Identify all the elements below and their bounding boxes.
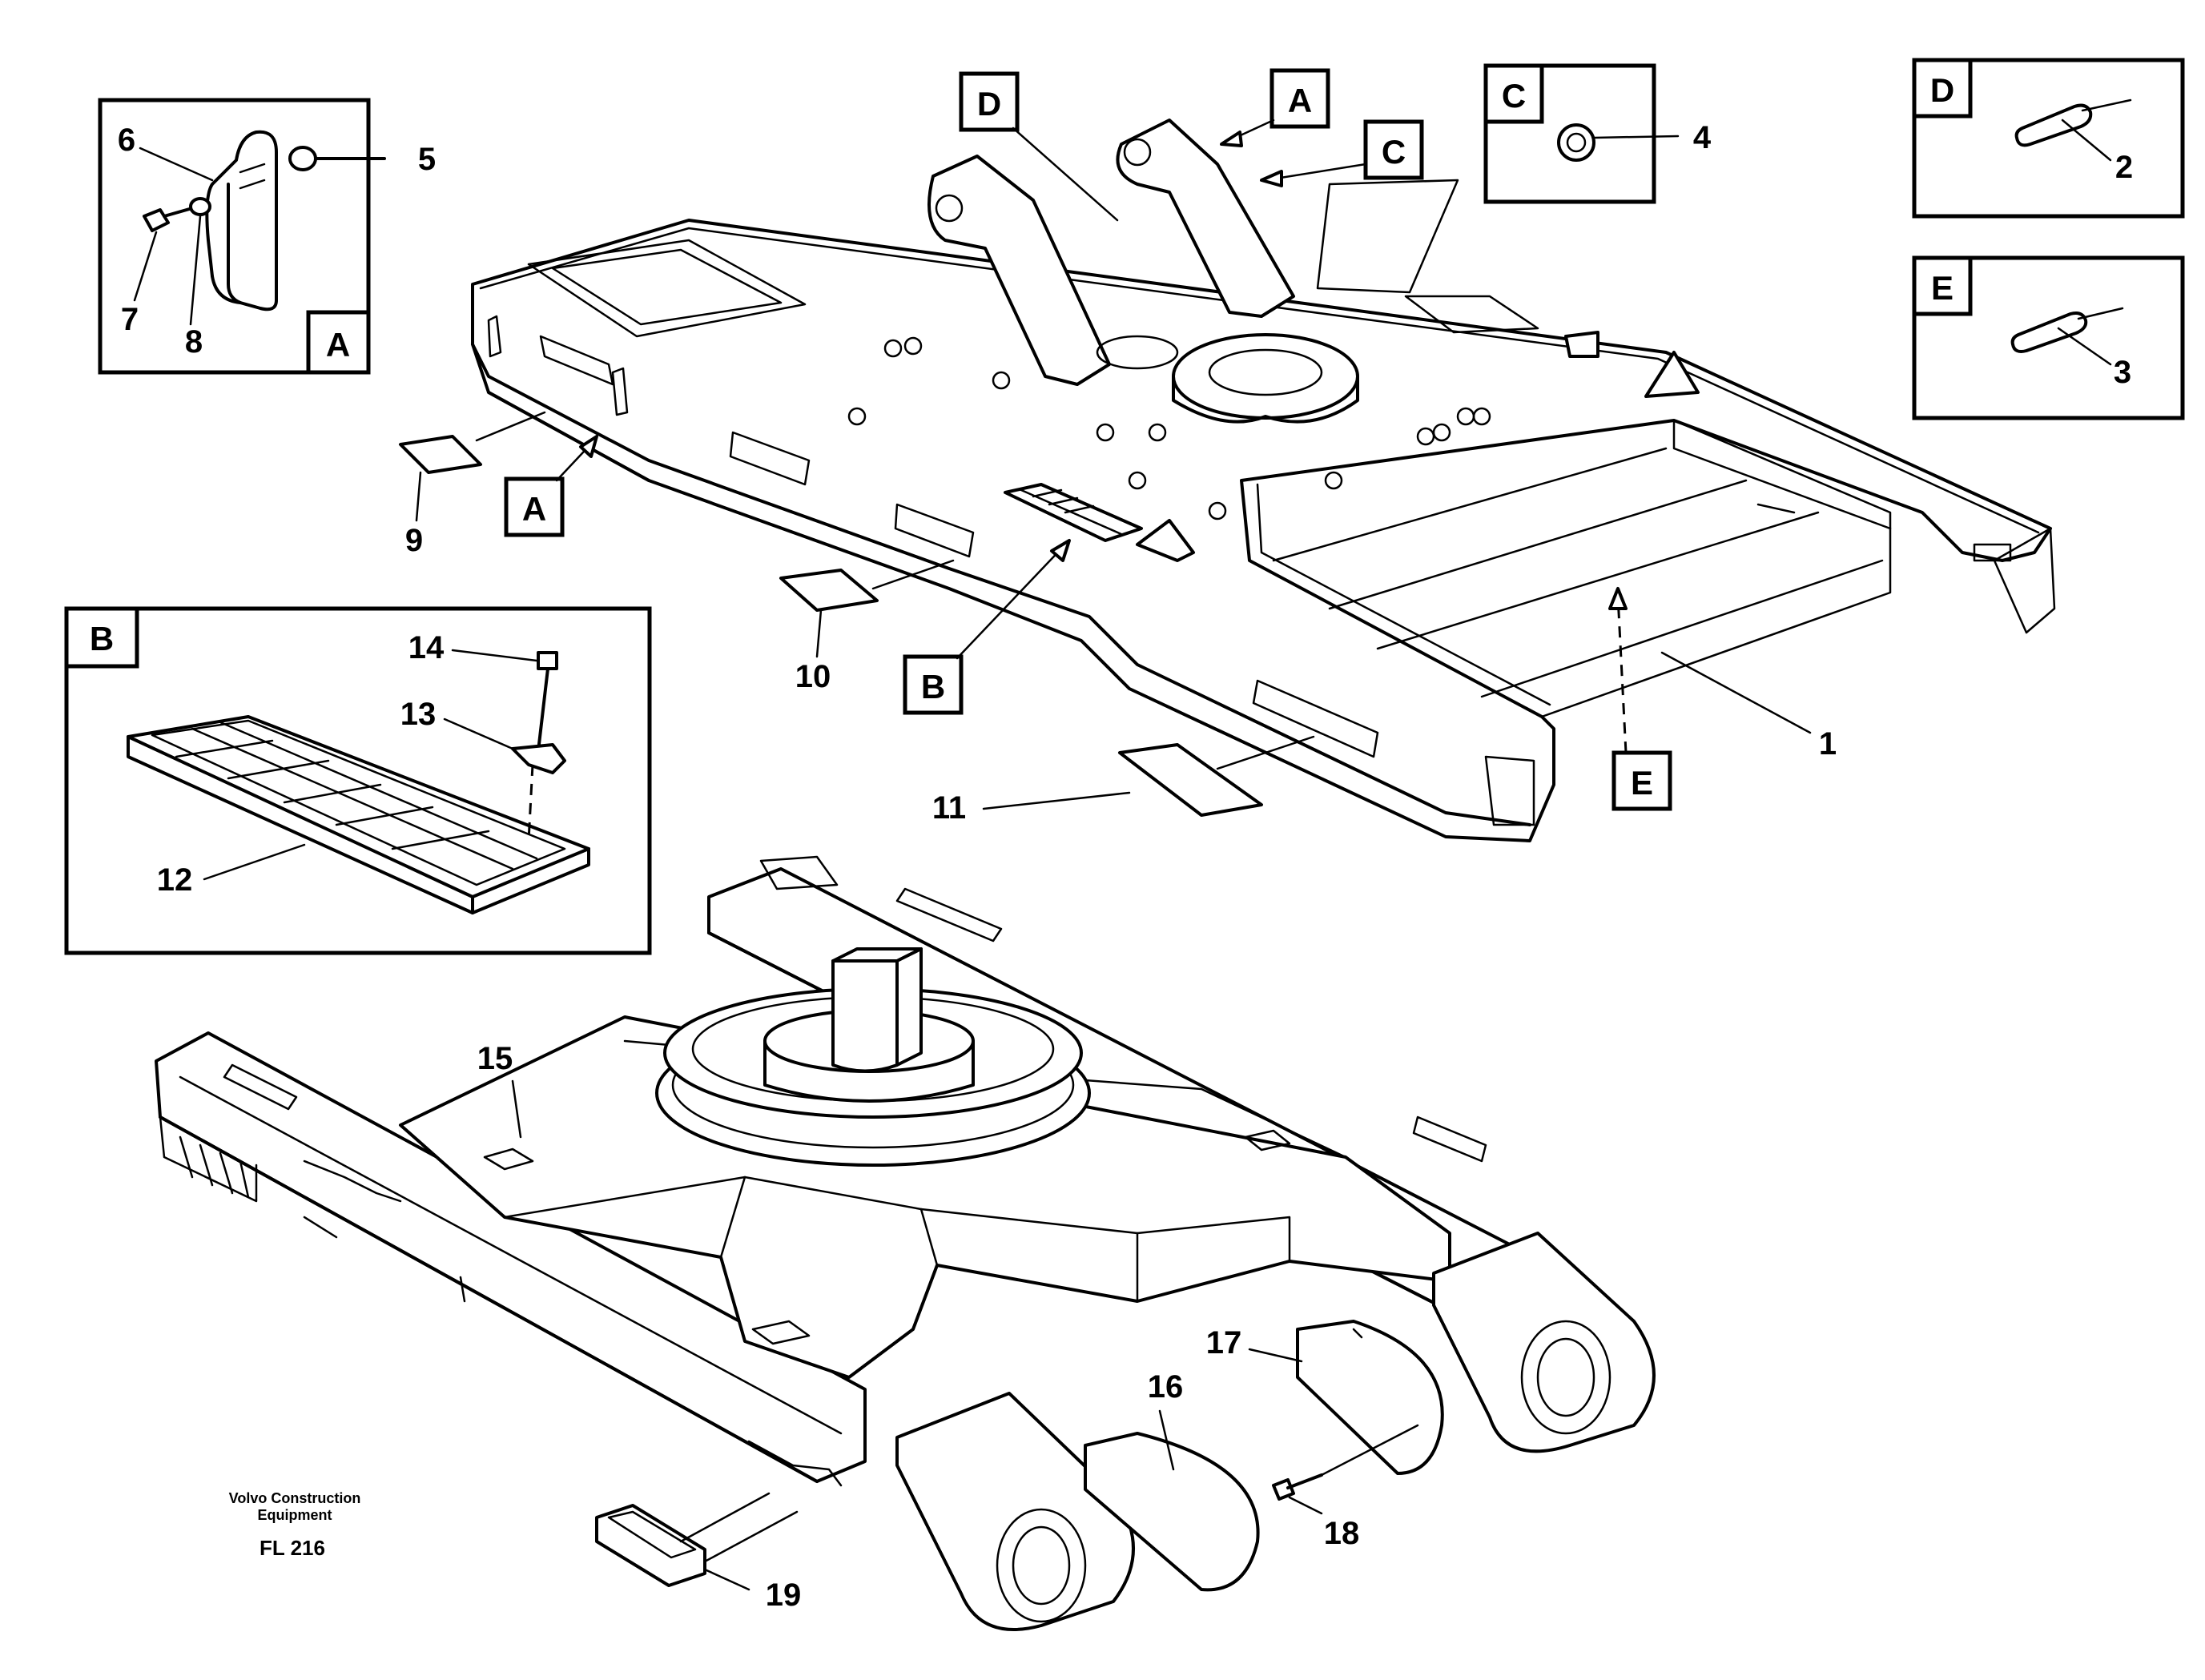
detail-view-b: B [64, 606, 652, 955]
pointer-a-left-letter: A [522, 490, 546, 528]
view-pointer-a-top: A [1220, 68, 1330, 147]
callout-9: 9 [405, 523, 423, 558]
callout-19: 19 [766, 1578, 802, 1613]
detail-d-letter: D [1930, 71, 1954, 109]
view-pointer-c: C [1260, 119, 1424, 187]
callout-2: 2 [2115, 150, 2133, 185]
callout-10: 10 [795, 659, 831, 694]
callout-6: 6 [118, 123, 135, 158]
pointer-b-letter: B [921, 668, 945, 705]
plate-9 [399, 411, 546, 474]
callout-18: 18 [1324, 1516, 1360, 1551]
pointer-a-top-letter: A [1288, 82, 1312, 119]
leader-1 [1660, 651, 1812, 734]
footer-company-line1: Volvo Construction [229, 1490, 361, 1506]
upper-frame-assembly [471, 119, 2056, 842]
callout-14: 14 [408, 630, 445, 665]
callout-13: 13 [400, 697, 437, 732]
callout-7: 7 [121, 302, 139, 337]
view-pointer-d: D [959, 71, 1119, 222]
view-pointer-b: B [903, 539, 1071, 715]
view-pointer-a-left: A [504, 435, 598, 537]
detail-view-e: E [1912, 255, 2185, 420]
pointer-e-letter: E [1631, 764, 1653, 802]
pointer-c-letter: C [1382, 133, 1406, 171]
plate-10 [779, 559, 955, 612]
detail-c-letter: C [1502, 77, 1526, 115]
callout-8: 8 [185, 324, 203, 360]
detail-view-d: D [1912, 58, 2185, 219]
detail-view-a: A [98, 98, 386, 375]
detail-b-letter: B [90, 620, 114, 657]
view-pointer-e: E [1608, 587, 1672, 811]
callout-12: 12 [157, 862, 193, 898]
callout-3: 3 [2114, 355, 2131, 390]
callout-1: 1 [1819, 726, 1837, 762]
footer-company-line2: Equipment [258, 1507, 332, 1523]
callout-11: 11 [932, 790, 966, 826]
detail-e-letter: E [1931, 269, 1954, 307]
pointer-d-letter: D [977, 85, 1001, 123]
callout-4: 4 [1693, 120, 1712, 155]
plate-11 [1118, 735, 1315, 817]
detail-view-c: C [1483, 63, 1680, 204]
footer-drawing-code: FL 216 [260, 1536, 325, 1560]
callout-15: 15 [477, 1041, 513, 1076]
callout-5: 5 [418, 142, 436, 177]
detail-a-letter: A [326, 326, 350, 364]
undercarriage-frame [155, 855, 1656, 1631]
callout-17: 17 [1206, 1325, 1242, 1360]
callout-16: 16 [1148, 1369, 1184, 1405]
